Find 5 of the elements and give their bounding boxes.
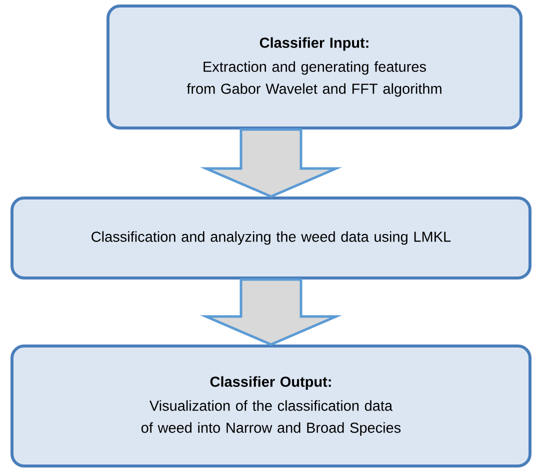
process-box: Classifier Output: Visualization of the classification data of weed into Narrow and Broad Species [10, 344, 532, 468]
block-arrow [200, 128, 342, 198]
block-arrow [200, 278, 342, 346]
process-box: Classification and analyzing the weed data using LMKL [10, 196, 532, 280]
process-box: Classifier Input: Extraction and generating features from Gabor Wavelet and FFT algorithm [106, 4, 522, 130]
